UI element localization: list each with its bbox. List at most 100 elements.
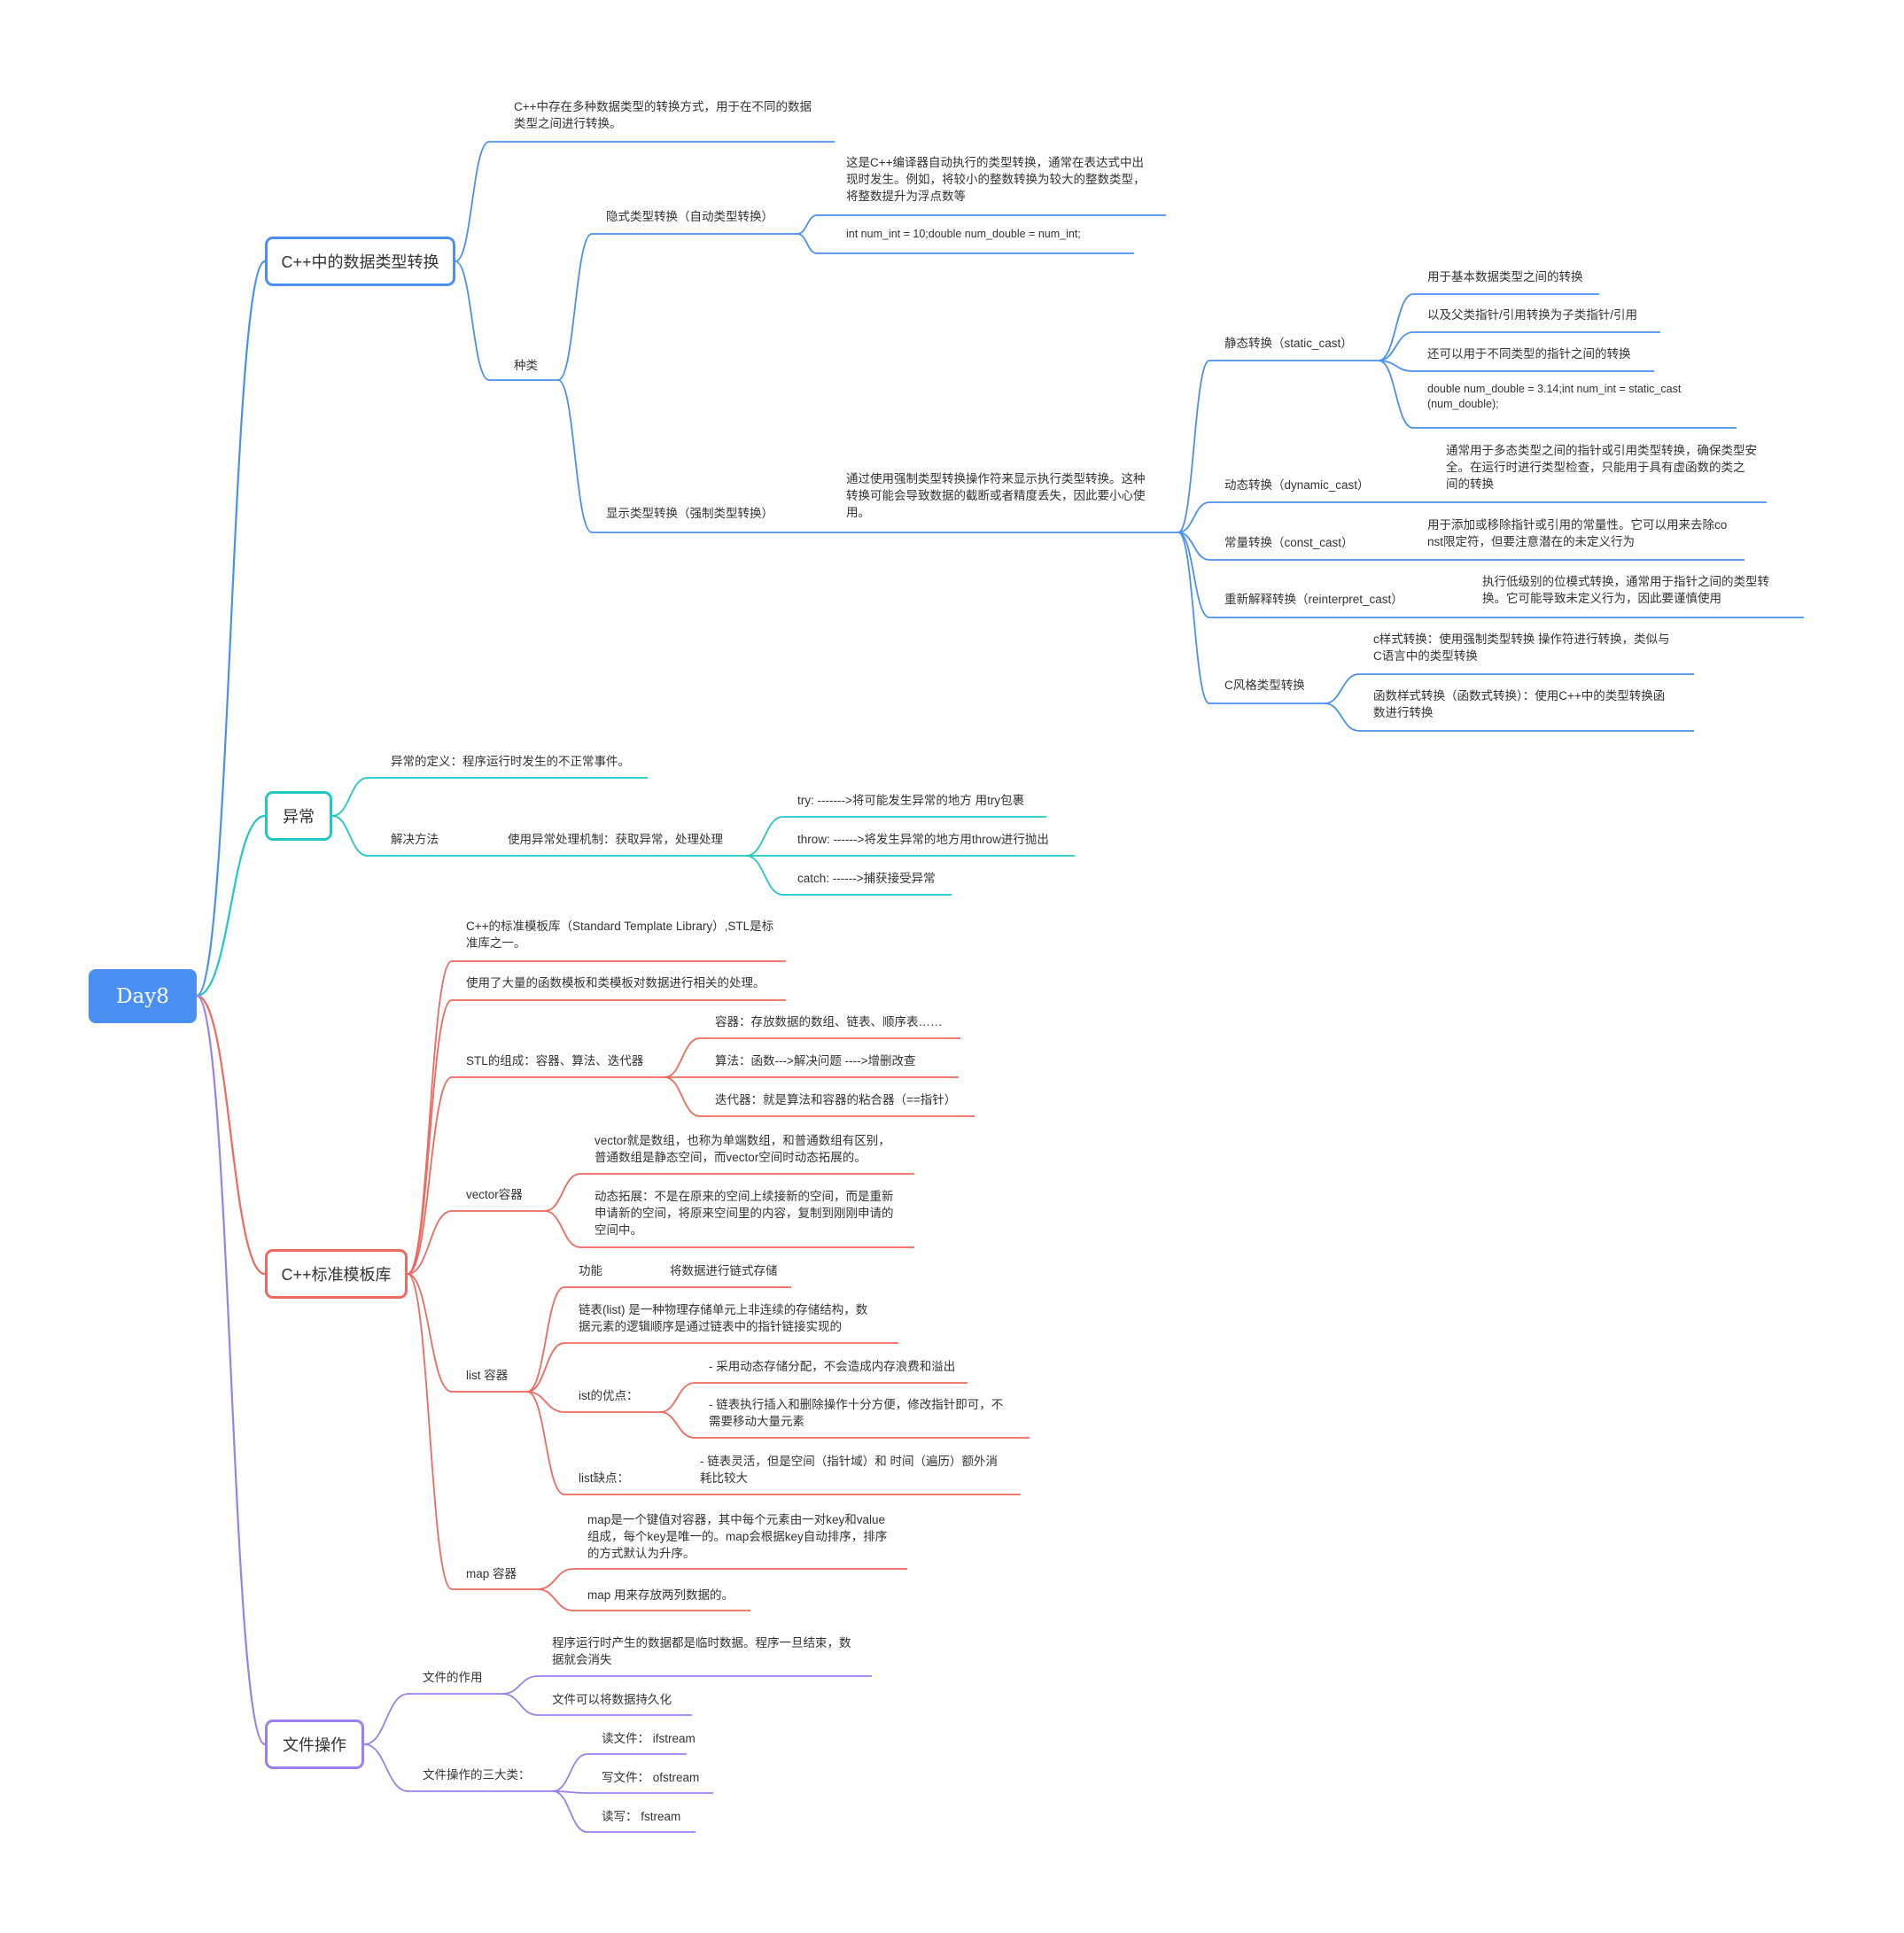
node-const-cast[interactable]: 常量转换（const_cast） <box>1224 536 1354 549</box>
stl-component-item[interactable]: 算法：函数--->解决问题 ---->增删改查 <box>715 1054 916 1067</box>
branch-connector <box>544 1173 581 1212</box>
branch-connector <box>664 1037 701 1078</box>
root-node[interactable]: Day8 <box>89 969 197 1023</box>
branch-connector <box>745 816 784 857</box>
branch-connector <box>455 141 490 262</box>
branch-connector <box>552 1790 588 1833</box>
branch-connector <box>526 1342 565 1393</box>
branch-connector <box>331 777 369 817</box>
stl-component-item[interactable]: 容器：存放数据的数组、链表、顺序表…… <box>715 1015 943 1029</box>
node-vector[interactable]: vector容器 <box>466 1188 523 1201</box>
node-list-cons[interactable]: list缺点： <box>579 1471 629 1485</box>
conversion-desc[interactable]: C++中存在多种数据类型的转换方式，用于在不同的数据类型之间进行转换。 <box>514 100 812 130</box>
topic-exception[interactable]: 异常 <box>265 791 332 841</box>
exception-definition[interactable]: 异常的定义：程序运行时发生的不正常事件。 <box>391 755 630 768</box>
branch-connector <box>331 815 369 857</box>
stl-component-item[interactable]: 迭代器：就是算法和容器的粘合器（==指针） <box>715 1093 957 1106</box>
node-solution[interactable]: 解决方法 <box>391 833 439 846</box>
branch-connector <box>455 260 490 381</box>
list-definition[interactable]: 链表(list) 是一种物理存储单元上非连续的存储结构，数据元素的逻辑顺序是通过… <box>579 1303 868 1333</box>
vector-item[interactable]: vector就是数组，也称为单端数组，和普通数组有区别，普通数组是静态空间，而v… <box>595 1134 890 1164</box>
topic-stl[interactable]: C++标准模板库 <box>265 1249 408 1299</box>
branch-connector <box>797 214 818 235</box>
branch-connector <box>1378 331 1414 361</box>
branch-connector <box>363 1693 409 1745</box>
branch-connector <box>196 994 266 1276</box>
node-dynamic-cast[interactable]: 动态转换（dynamic_cast） <box>1224 478 1370 492</box>
file-role-item[interactable]: 文件可以将数据持久化 <box>552 1693 672 1706</box>
branch-connector <box>659 1382 696 1413</box>
node-implicit[interactable]: 隐式类型转换（自动类型转换） <box>606 210 773 223</box>
stl-intro[interactable]: C++的标准模板库（Standard Template Library）,STL… <box>466 920 774 950</box>
map-item[interactable]: map 用来存放两列数据的。 <box>587 1588 734 1602</box>
file-role-item[interactable]: 程序运行时产生的数据都是临时数据。程序一旦结束，数据就会消失 <box>552 1636 851 1666</box>
vector-item[interactable]: 动态拓展：不是在原来的空间上续接新的空间，而是重新申请新的空间，将原来空间里的内… <box>595 1190 894 1237</box>
branch-connector <box>1378 360 1414 372</box>
node-file-role[interactable]: 文件的作用 <box>423 1671 483 1684</box>
static-item[interactable]: 还可以用于不同类型的指针之间的转换 <box>1427 347 1631 361</box>
node-explicit[interactable]: 显示类型转换（强制类型转换） <box>606 507 773 520</box>
implicit-code[interactable]: int num_int = 10;double num_double = num… <box>846 228 1081 240</box>
dynamic-desc[interactable]: 通常用于多态类型之间的指针或引用类型转换，确保类型安全。在运行时进行类型检查，只… <box>1446 444 1757 491</box>
branch-connector <box>526 1391 565 1495</box>
c-style-item[interactable]: 函数样式转换（函数式转换）：使用C++中的类型转换函数进行转换 <box>1373 689 1666 719</box>
list-function-desc[interactable]: 将数据进行链式存储 <box>670 1264 778 1277</box>
topic-file-operation[interactable]: 文件操作 <box>265 1720 364 1769</box>
branch-connector <box>537 1568 574 1590</box>
branch-connector <box>1177 501 1210 533</box>
node-list-function[interactable]: 功能 <box>579 1264 602 1277</box>
list-pros-item[interactable]: - 链表执行插入和删除操作十分方便，修改指针即可，不需要移动大量元素 <box>709 1398 1004 1428</box>
branch-connector <box>1378 293 1414 361</box>
node-static-cast[interactable]: 静态转换（static_cast） <box>1224 337 1353 350</box>
file-type-item[interactable]: 读写： fstream <box>602 1810 681 1823</box>
node-file-three-types[interactable]: 文件操作的三大类： <box>423 1768 531 1782</box>
branch-connector <box>552 1753 588 1792</box>
branch-connector <box>659 1411 696 1439</box>
branch-connector <box>557 379 593 533</box>
branch-connector <box>526 1391 565 1413</box>
branch-connector <box>407 1273 453 1590</box>
branch-connector <box>1378 360 1414 429</box>
node-list[interactable]: list 容器 <box>466 1369 509 1382</box>
branch-connector <box>1324 673 1360 704</box>
reinterpret-desc[interactable]: 执行低级别的位模式转换，通常用于指针之间的类型转换。它可能导致未定义行为，因此要… <box>1482 575 1769 605</box>
list-pros-item[interactable]: - 采用动态存储分配，不会造成内存浪费和溢出 <box>709 1360 956 1373</box>
topic-type-conversion[interactable]: C++中的数据类型转换 <box>265 237 455 286</box>
branch-connector <box>537 1588 574 1611</box>
branch-connector <box>1177 360 1210 533</box>
static-code[interactable]: double num_double = 3.14;int num_int = s… <box>1427 383 1682 410</box>
branch-connector <box>196 260 266 998</box>
node-kinds[interactable]: 种类 <box>514 359 538 372</box>
node-list-pros[interactable]: ist的优点： <box>579 1389 639 1402</box>
branch-connector <box>1177 532 1210 561</box>
branch-connector <box>407 1210 453 1275</box>
branch-connector <box>544 1210 581 1248</box>
node-reinterpret-cast[interactable]: 重新解释转换（reinterpret_cast） <box>1224 593 1403 606</box>
branch-connector <box>196 994 266 1746</box>
node-map[interactable]: map 容器 <box>466 1567 517 1580</box>
branch-connector <box>797 233 818 254</box>
exception-item-catch[interactable]: catch: ------>捕获接受异常 <box>797 872 936 885</box>
exception-item-try[interactable]: try: ------->将可能发生异常的地方 用try包裹 <box>797 794 1025 807</box>
branch-connector <box>1177 532 1210 704</box>
stl-implementation[interactable]: 使用了大量的函数模板和类模板对数据进行相关的处理。 <box>466 976 765 990</box>
list-cons-item[interactable]: - 链表灵活，但是空间（指针域）和 时间（遍历）额外消耗比较大 <box>700 1455 998 1485</box>
branch-connector <box>557 233 593 381</box>
branch-connector <box>664 1076 701 1117</box>
implicit-desc[interactable]: 这是C++编译器自动执行的类型转换，通常在表达式中出现时发生。例如，将较小的整数… <box>846 156 1146 203</box>
explicit-desc[interactable]: 通过使用强制类型转换操作符来显示执行类型转换。这种转换可能会导致数据的截断或者精… <box>846 472 1146 519</box>
node-c-style-cast[interactable]: C风格类型转换 <box>1224 679 1305 692</box>
file-type-item[interactable]: 读文件： ifstream <box>602 1732 696 1745</box>
branch-connector <box>501 1693 539 1716</box>
static-item[interactable]: 用于基本数据类型之间的转换 <box>1427 270 1583 283</box>
branch-connector <box>526 1286 565 1393</box>
static-item[interactable]: 以及父类指针/引用转换为子类指针/引用 <box>1427 308 1638 322</box>
file-type-item[interactable]: 写文件： ofstream <box>602 1771 700 1784</box>
node-exception-mechanism[interactable]: 使用异常处理机制：获取异常，处理处理 <box>508 833 723 846</box>
exception-item-throw[interactable]: throw: ------>将发生异常的地方用throw进行抛出 <box>797 833 1049 846</box>
node-stl-components[interactable]: STL的组成：容器、算法、迭代器 <box>466 1054 644 1067</box>
